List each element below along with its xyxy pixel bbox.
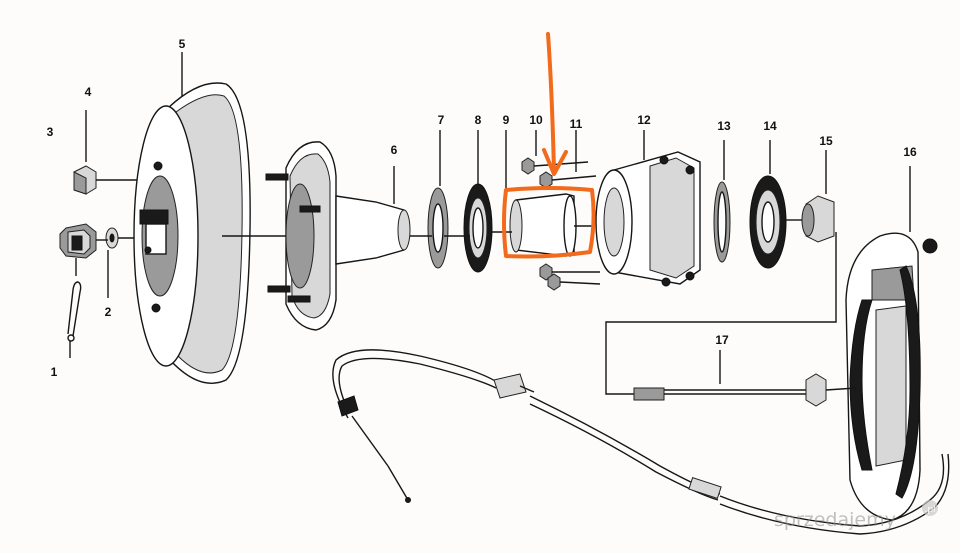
label-10: 10 bbox=[529, 113, 543, 127]
part-1-cotter-pin bbox=[67, 281, 82, 358]
part-4-nut bbox=[73, 110, 140, 195]
label-17: 17 bbox=[715, 333, 729, 347]
part-2-washer bbox=[105, 227, 138, 298]
part-6-wheel-hub bbox=[222, 141, 411, 331]
parts-10-11-bolts bbox=[521, 130, 601, 291]
part-13-seal-ring bbox=[713, 140, 731, 263]
label-14: 14 bbox=[763, 119, 777, 133]
label-8: 8 bbox=[475, 113, 482, 127]
label-15: 15 bbox=[819, 134, 833, 148]
part-8-bearing bbox=[444, 130, 493, 273]
label-6: 6 bbox=[391, 143, 398, 157]
label-12: 12 bbox=[637, 113, 651, 127]
part-17-long-bolt bbox=[605, 232, 857, 407]
label-11: 11 bbox=[570, 117, 583, 131]
part-7-seal bbox=[410, 130, 449, 269]
highlight-annotation bbox=[502, 32, 596, 259]
highlight-box bbox=[502, 186, 596, 259]
label-3: 3 bbox=[47, 125, 54, 139]
part-5-brake-drum bbox=[133, 52, 251, 384]
highlight-arrow-shaft bbox=[546, 32, 556, 174]
part-15-nut bbox=[786, 150, 835, 243]
part-12-bearing-housing bbox=[595, 130, 701, 287]
label-16: 16 bbox=[903, 145, 917, 159]
watermark-dot-icon bbox=[922, 500, 938, 516]
label-7: 7 bbox=[438, 113, 445, 127]
part-3-castle-nut bbox=[59, 223, 108, 276]
highlight-arrow-head bbox=[542, 148, 568, 176]
label-1: 1 bbox=[51, 365, 58, 379]
watermark: sprzedajemy .pl bbox=[774, 500, 938, 531]
part-14-bearing bbox=[749, 140, 787, 269]
handbrake-cable bbox=[332, 349, 950, 535]
label-9: 9 bbox=[503, 113, 510, 127]
label-2: 2 bbox=[105, 305, 112, 319]
label-13: 13 bbox=[717, 119, 731, 133]
label-5: 5 bbox=[179, 37, 186, 51]
part-16-backing-plate bbox=[845, 166, 938, 521]
label-4: 4 bbox=[85, 85, 92, 99]
part-9-spacer-sleeve bbox=[488, 130, 594, 257]
watermark-text: sprzedajemy bbox=[774, 509, 896, 531]
watermark-suffix: .pl bbox=[924, 505, 935, 515]
part-number-labels: 1 2 3 4 5 6 7 8 9 10 11 12 13 14 15 16 1… bbox=[47, 37, 917, 379]
